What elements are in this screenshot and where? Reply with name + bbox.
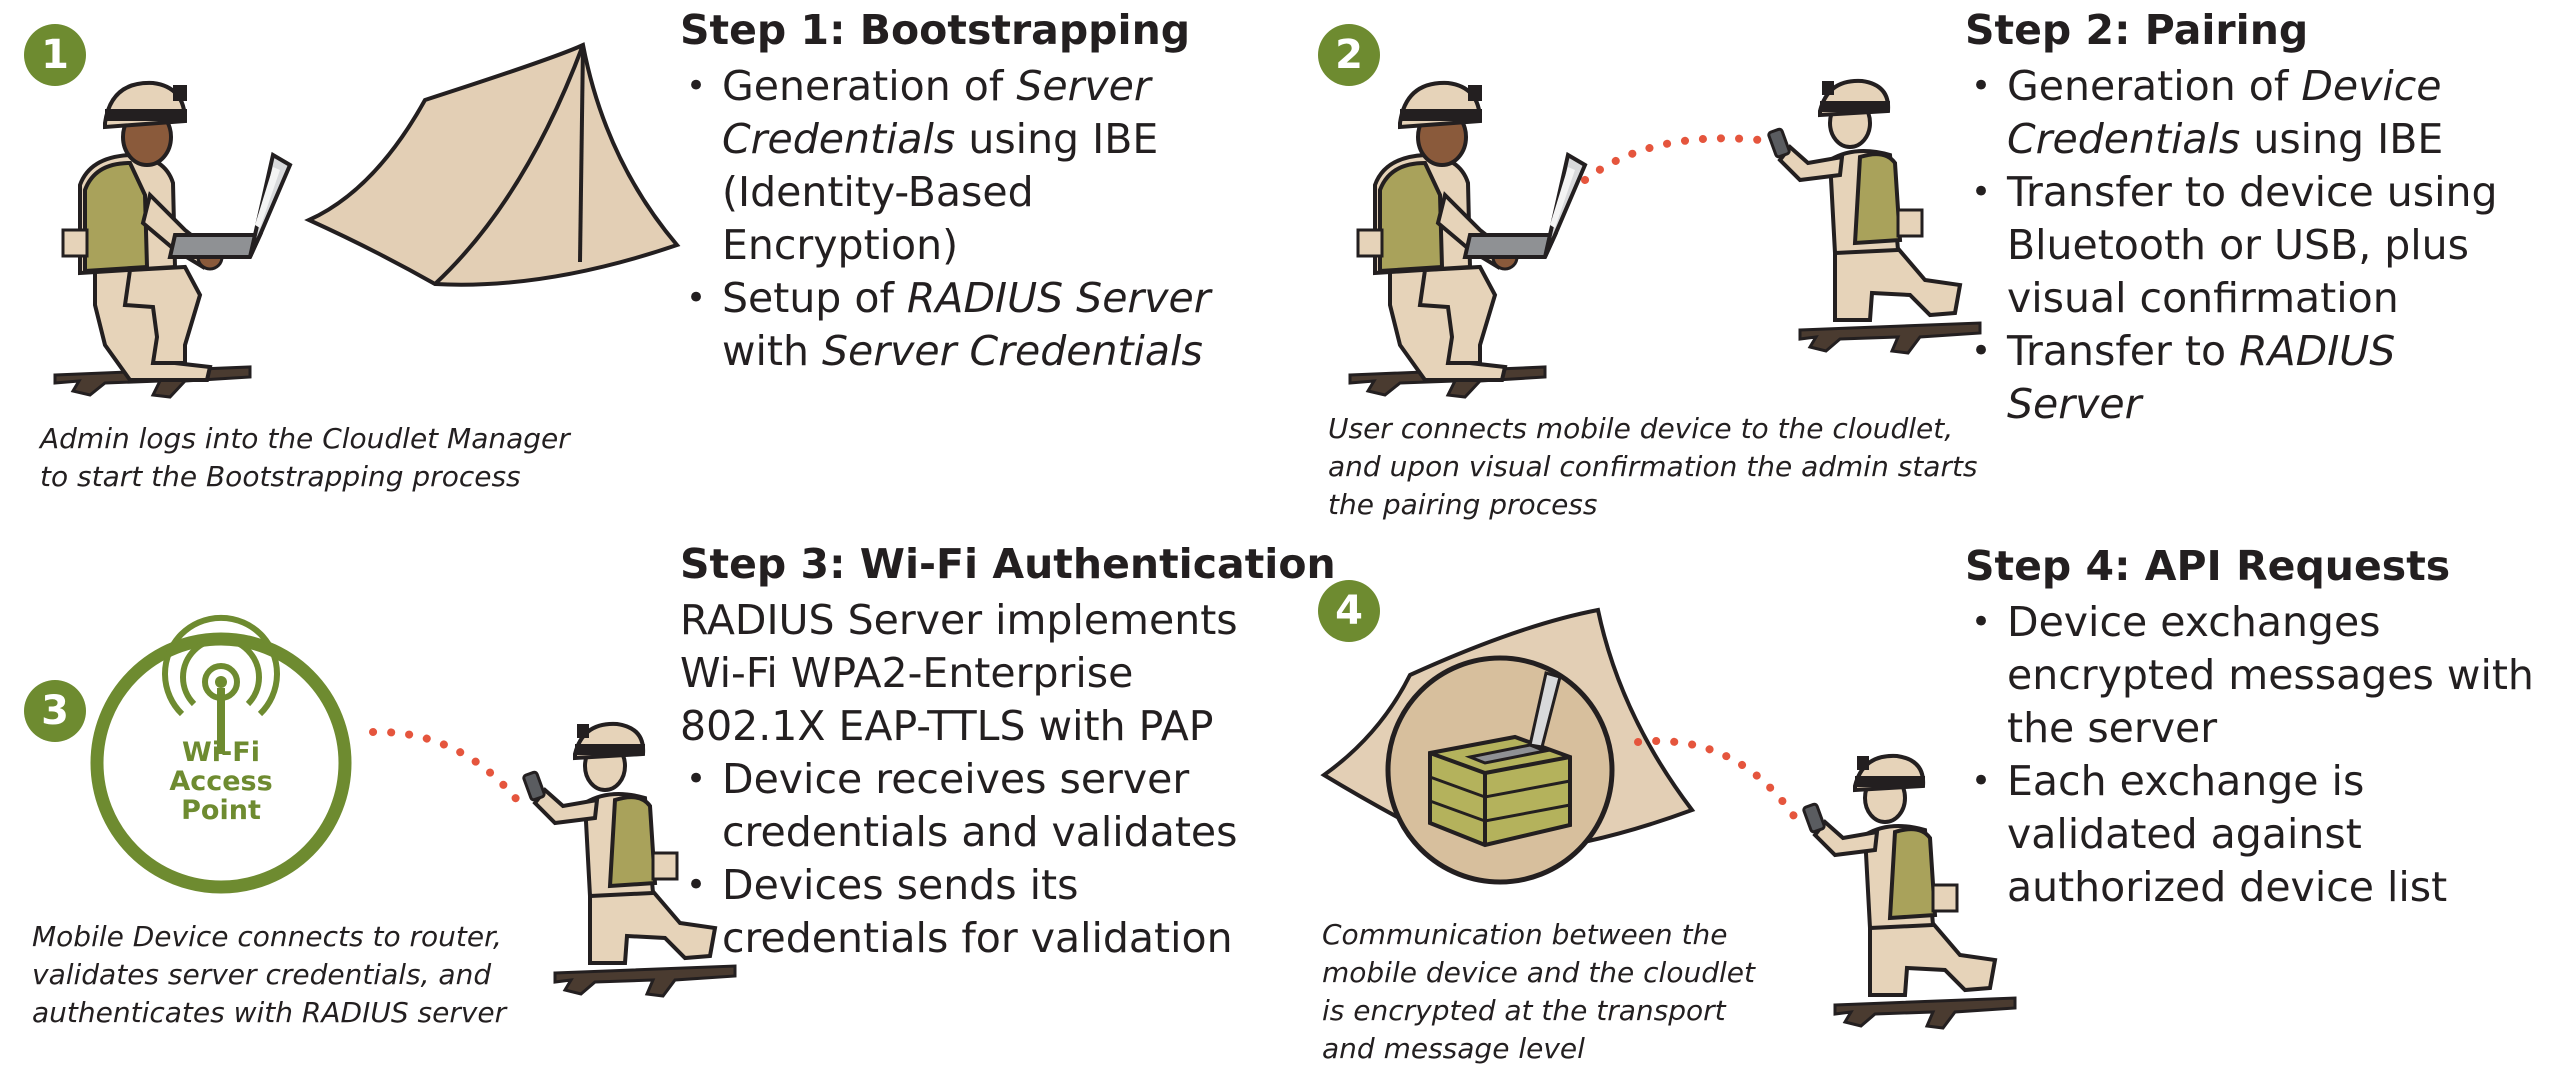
- bullet-emphasis: Server Credentials: [722, 62, 1151, 163]
- soldier-laptop-icon: [53, 80, 292, 399]
- dotted-connection-line: [369, 727, 529, 814]
- caption-line: the pairing process: [1328, 488, 1598, 521]
- step-2-caption: User connects mobile device to the cloud…: [1328, 410, 1978, 524]
- wifi-access-point-label: Wi-Fi Access Point: [161, 738, 281, 825]
- step-4-bullets: Device exchanges encrypted messages with…: [1965, 596, 2540, 914]
- step-3-title: Step 3: Wi-Fi Authentication: [680, 540, 1336, 588]
- caption-line: Mobile Device connects to router,: [32, 920, 502, 953]
- caption-line: validates server credentials, and: [32, 958, 492, 991]
- step-3-intro-line: 802.1X EAP-TTLS with PAP: [680, 702, 1214, 750]
- bullet-text: Transfer to device using Bluetooth or US…: [2007, 168, 2498, 322]
- caption-line: User connects mobile device to the cloud…: [1328, 412, 1954, 445]
- bullet-text: Each exchange is validated against autho…: [2007, 757, 2448, 911]
- bullet-text: Device receives server credentials and v…: [722, 755, 1238, 856]
- bullet-text: Transfer to: [2007, 327, 2240, 375]
- tent-icon: [304, 42, 681, 287]
- step-4-caption: Communication between the mobile device …: [1322, 916, 1755, 1068]
- step-2-title: Step 2: Pairing: [1965, 6, 2309, 54]
- soldier-phone-icon: [1765, 78, 1982, 355]
- caption-line: Admin logs into the Cloudlet Manager: [40, 422, 570, 455]
- wifi-access-point-icon: [90, 614, 352, 894]
- bullet-item: Each exchange is validated against autho…: [1965, 755, 2540, 914]
- bullet-text: using IBE: [2240, 115, 2444, 163]
- step-1-badge: 1: [24, 24, 86, 86]
- wifi-label-line: Wi-Fi: [182, 737, 260, 768]
- step-3-intro-line: Wi-Fi WPA2-Enterprise: [680, 649, 1134, 697]
- wifi-label-line: Access: [169, 766, 273, 797]
- caption-line: Communication between the: [1322, 918, 1728, 951]
- bullet-text: Device exchanges encrypted messages with…: [2007, 598, 2534, 752]
- bullet-text: Generation of: [2007, 62, 2302, 110]
- step-1-title: Step 1: Bootstrapping: [680, 6, 1191, 54]
- step-4-badge: 4: [1318, 580, 1380, 642]
- step-2-bullets: Generation of Device Credentials using I…: [1965, 60, 2540, 431]
- tent-cloudlet-icon: [1320, 607, 1696, 885]
- wifi-label-line: Point: [181, 795, 261, 826]
- dotted-connection-line: [1581, 134, 1764, 184]
- bullet-text: Devices sends its credentials for valida…: [722, 861, 1233, 962]
- caption-line: is encrypted at the transport: [1322, 994, 1726, 1027]
- step-3-caption: Mobile Device connects to router, valida…: [32, 918, 506, 1032]
- bullet-emphasis: RADIUS Server: [2007, 327, 2396, 428]
- bullet-emphasis: Server Credentials: [822, 327, 1203, 375]
- step-4-title: Step 4: API Requests: [1965, 542, 2451, 590]
- soldier-laptop-icon: [1348, 80, 1587, 399]
- bullet-text: with: [722, 327, 823, 375]
- caption-line: to start the Bootstrapping process: [40, 460, 521, 493]
- bullet-emphasis: Device Credentials: [2007, 62, 2442, 163]
- step-3-badge: 3: [24, 680, 86, 742]
- step-2-badge: 2: [1318, 24, 1380, 86]
- step-3-body: RADIUS Server implements Wi-Fi WPA2-Ente…: [680, 594, 1280, 965]
- bullet-item: Devices sends its credentials for valida…: [680, 859, 1280, 965]
- bullet-text: using IBE (Identity-Based Encryption): [722, 115, 1159, 269]
- bullet-item: Generation of Device Credentials using I…: [1965, 60, 2540, 166]
- bullet-item: Device exchanges encrypted messages with…: [1965, 596, 2540, 755]
- bullet-item: Device receives server credentials and v…: [680, 753, 1280, 859]
- bullet-item: Generation of Server Credentials using I…: [680, 60, 1280, 272]
- step-1-caption: Admin logs into the Cloudlet Manager to …: [40, 420, 570, 496]
- dotted-connection-line: [1634, 737, 1804, 829]
- bullet-item: Setup of RADIUS Server with Server Crede…: [680, 272, 1280, 378]
- step-1-bullets: Generation of Server Credentials using I…: [680, 60, 1280, 378]
- bullet-item: Transfer to RADIUS Server: [1965, 325, 2540, 431]
- step-3-intro-line: RADIUS Server implements: [680, 596, 1238, 644]
- caption-line: and upon visual confirmation the admin s…: [1328, 450, 1978, 483]
- caption-line: mobile device and the cloudlet: [1322, 956, 1755, 989]
- bullet-item: Transfer to device using Bluetooth or US…: [1965, 166, 2540, 325]
- bullet-text: Generation of: [722, 62, 1017, 110]
- caption-line: authenticates with RADIUS server: [32, 996, 507, 1029]
- caption-line: and message level: [1322, 1032, 1585, 1065]
- bullet-text: Setup of: [722, 274, 907, 322]
- bullet-emphasis: RADIUS Server: [906, 274, 1211, 322]
